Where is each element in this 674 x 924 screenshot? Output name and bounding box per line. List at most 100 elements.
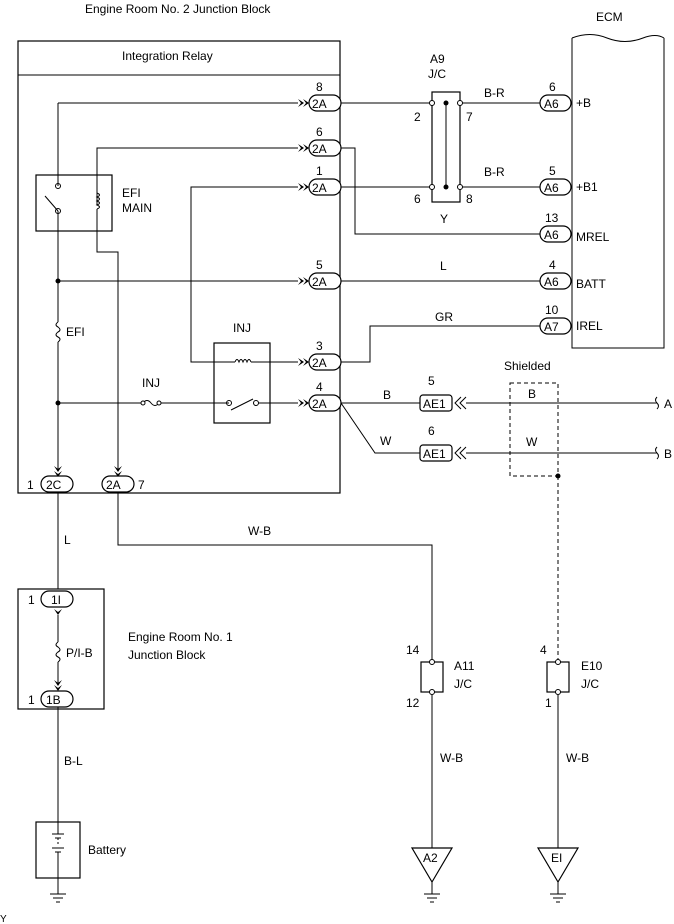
svg-text:2C: 2C — [46, 478, 62, 492]
efi-fuse-label: EFI — [66, 325, 85, 339]
wire-label-irel: GR — [435, 310, 453, 324]
wire-2a3-irel — [341, 325, 540, 363]
shield-junction-dot — [555, 473, 561, 479]
wire-label-wb-top: W-B — [248, 524, 271, 538]
wire-2a4-ae1-6 — [340, 402, 420, 454]
jc-a11-name: A11 — [454, 659, 475, 673]
svg-text:4: 4 — [316, 380, 323, 394]
jc-a9-dot-bottom — [443, 184, 449, 190]
jc-a9-pin7-label: 7 — [466, 110, 473, 124]
shield-box — [509, 382, 559, 477]
wire-label-wb-e10: W-B — [566, 751, 589, 765]
svg-text:MREL: MREL — [576, 230, 610, 244]
connector-1i: 1I 1 — [28, 590, 74, 615]
svg-text:2A: 2A — [312, 142, 327, 156]
connector-2a-pin5: 2A 5 — [298, 258, 342, 290]
svg-text:8: 8 — [316, 80, 323, 94]
jc-a9-color: Y — [440, 212, 448, 226]
jc-e10-pin-top-dot — [555, 659, 561, 665]
jc-a9-dot-top — [443, 100, 449, 106]
wire-end-b-label: B — [664, 447, 672, 461]
connector-1b: 1B 1 — [28, 680, 74, 708]
battery-label: Battery — [88, 843, 126, 857]
svg-text:IREL: IREL — [576, 319, 603, 333]
jc-a11-pin-bot: 12 — [406, 696, 420, 710]
ae1-connector-6: AE1 6 — [419, 424, 467, 462]
jc-e10-pin-top: 4 — [540, 643, 547, 657]
wire-label-ae1-6-shield: W — [526, 435, 538, 449]
svg-text:A6: A6 — [544, 275, 559, 289]
svg-text:1: 1 — [28, 693, 35, 707]
svg-text:1B: 1B — [46, 693, 61, 707]
svg-text:5: 5 — [428, 374, 435, 388]
svg-text:2A: 2A — [312, 275, 327, 289]
inj-coil-icon — [234, 359, 252, 364]
junction-dot-pin5 — [55, 278, 61, 284]
svg-text:10: 10 — [545, 303, 559, 317]
wire-end-a-break — [655, 396, 659, 410]
wire-2a7-a11 — [117, 492, 433, 660]
inj-contact-right — [253, 400, 259, 406]
jc-a9-pin6-label: 6 — [414, 192, 421, 206]
svg-text:AE1: AE1 — [423, 397, 446, 411]
ecm-terminal-mrel: A6 13 MREL — [539, 211, 610, 244]
jc-a9-pin6 — [429, 184, 435, 190]
jc-a11-pin-top-dot — [429, 659, 435, 665]
battery-ground-icon — [50, 878, 66, 903]
ground-ei: EI — [536, 847, 580, 903]
junction-block-2-title: Engine Room No. 2 Junction Block — [85, 2, 271, 16]
wire-label-bplus: B-R — [484, 86, 505, 100]
wire-label-wb-a11: W-B — [440, 751, 463, 765]
wire-end-b-break — [655, 446, 659, 460]
jc-a9-pin2 — [429, 100, 435, 106]
jc-e10-box — [546, 661, 570, 693]
ecm-terminal-batt: A6 4 BATT — [539, 258, 606, 291]
svg-text:2A: 2A — [312, 97, 327, 111]
svg-text:+B1: +B1 — [576, 180, 598, 194]
corner-mark: Y — [0, 914, 7, 924]
svg-text:13: 13 — [545, 211, 559, 225]
junction-block-1-title-1: Engine Room No. 1 — [128, 630, 233, 644]
jc-e10-type: J/C — [581, 677, 599, 691]
inj-fuse-icon — [142, 400, 160, 406]
connector-2a-pin8: 2A 8 — [298, 80, 342, 112]
pib-fuse-icon — [55, 641, 61, 663]
wire-pin6 — [96, 147, 298, 205]
inj-relay-label: INJ — [233, 321, 251, 335]
battery-icon — [52, 822, 64, 878]
junction-dot-inj — [55, 400, 61, 406]
wire-label-b-l: B-L — [64, 754, 83, 768]
inj-fuse-label: INJ — [142, 376, 160, 390]
svg-text:AE1: AE1 — [423, 447, 446, 461]
svg-text:3: 3 — [316, 339, 323, 353]
junction-block-1-title-2: Junction Block — [128, 648, 206, 662]
wire-label-b1: B-R — [484, 165, 505, 179]
jc-a9-pin8-label: 8 — [466, 192, 473, 206]
svg-text:5: 5 — [316, 258, 323, 272]
jc-e10-pin-bot-dot — [555, 689, 561, 695]
inj-fuse-end-r — [156, 400, 162, 406]
wire-label-ae1-6: W — [380, 434, 392, 448]
wire-end-a-label: A — [664, 397, 672, 411]
efi-main-switch-arm — [44, 195, 59, 212]
svg-text:1: 1 — [27, 478, 34, 492]
svg-text:7: 7 — [138, 478, 145, 492]
wire-label-l: L — [64, 533, 71, 547]
svg-text:2A: 2A — [312, 356, 327, 370]
svg-text:1: 1 — [28, 593, 35, 607]
pib-fuse-label: P/I-B — [66, 646, 93, 660]
efi-main-label-1: EFI — [122, 186, 141, 200]
svg-text:6: 6 — [549, 80, 556, 94]
efi-main-relay-box — [35, 174, 113, 232]
svg-text:A6: A6 — [544, 97, 559, 111]
ecm-title: ECM — [596, 10, 623, 24]
ecm-terminal-b1: A6 5 +B1 — [539, 164, 598, 196]
svg-text:A2: A2 — [423, 851, 438, 865]
svg-text:EI: EI — [551, 851, 562, 865]
inj-relay-box — [213, 342, 271, 424]
jc-a11-pin-top: 14 — [406, 643, 420, 657]
efi-fuse-icon — [55, 321, 61, 343]
wire-2a6-mrel — [341, 147, 540, 235]
wire-label-batt: L — [440, 259, 447, 273]
